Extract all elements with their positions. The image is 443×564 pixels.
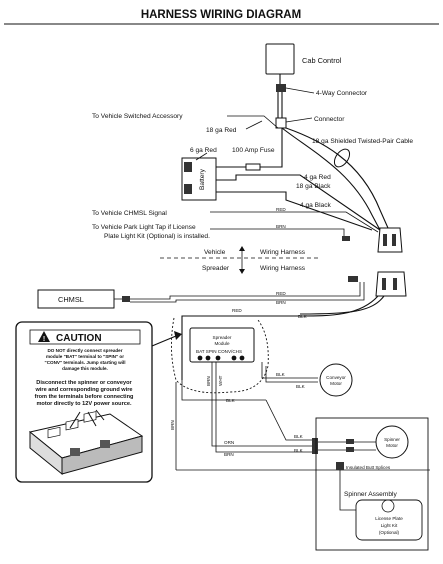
- chmsl-label: CHMSL: [58, 295, 84, 304]
- spreader-module-label-2: Module: [214, 341, 230, 346]
- harness-plug-lower: [375, 271, 407, 297]
- caution-note-4: motor directly to 12V power source.: [36, 401, 132, 407]
- svg-text:!: !: [43, 336, 45, 343]
- switched-accessory-label: To Vehicle Switched Accessory: [92, 113, 183, 120]
- black-4ga-label: 4 ga Black: [300, 202, 331, 209]
- vehicle-label: Vehicle: [204, 249, 226, 256]
- black-18ga-label: 18 ga Black: [296, 183, 331, 190]
- license-plate-label-3: (Optional): [379, 530, 400, 535]
- conveyor-motor-label-2: Motor: [330, 381, 342, 386]
- red-4ga-label: 4 ga Red: [304, 174, 331, 181]
- caution-header-bar: [29, 329, 141, 345]
- inline-connector: [275, 117, 287, 129]
- spinner-assembly-label: Spinner Assembly: [344, 491, 397, 498]
- conveyor-motor-label-1: Conveyor: [326, 375, 346, 380]
- wire-red-main: RED: [232, 308, 242, 313]
- red-6ga-label: 6 ga Red: [190, 147, 217, 154]
- caution-header: CAUTION: [56, 333, 102, 344]
- module-terminals: [197, 355, 245, 361]
- cab-control-label: Cab Control: [302, 56, 342, 65]
- spreader-module: [189, 327, 255, 363]
- wire-blk-conveyor: BLK: [276, 372, 286, 377]
- license-plate-label-1: License Plate: [375, 516, 403, 521]
- wire-brn-park: BRN: [276, 224, 286, 229]
- four-way-connector-label: 4-Way Connector: [316, 90, 368, 97]
- caution-warning-icon: [38, 331, 50, 342]
- wire-blk-conveyor-2: BLK: [296, 384, 306, 389]
- connector-label: Connector: [314, 116, 345, 123]
- wire-blk-main: BLK: [298, 314, 308, 319]
- spreader-label: Spreader: [202, 265, 230, 272]
- wire-blk-spinner-2: BLK: [294, 448, 304, 453]
- license-plate-label-2: Light Kit: [381, 523, 398, 528]
- fuse-label: 100 Amp Fuse: [232, 147, 275, 154]
- caution-body-4: damage this module.: [62, 366, 108, 371]
- module-terminals-label: BAT SPIN CONV/CHS: [196, 349, 242, 354]
- caution-note-1: Disconnect the spinner or conveyor: [36, 380, 132, 386]
- wire-red-chmsl: RED: [276, 207, 286, 212]
- battery-label: Battery: [199, 168, 206, 190]
- caution-note-3: from the terminals before connecting: [35, 394, 134, 400]
- park-light-label-1: To Vehicle Park Light Tap if License: [92, 224, 196, 231]
- four-way-connector: [276, 84, 286, 92]
- wire-red-chmsl-lower: RED: [276, 291, 286, 296]
- park-light-label-2: Plate Light Kit (Optional) is installed.: [104, 233, 210, 240]
- wire-brn-spinner: BRN: [224, 452, 234, 457]
- spinner-motor-label-2: Motor: [386, 443, 398, 448]
- caution-body-3: "CONV" terminals. Jump starting will: [45, 360, 126, 365]
- page-title: HARNESS WIRING DIAGRAM: [141, 9, 301, 21]
- wiring-harness-label-bottom: Wiring Harness: [260, 265, 306, 272]
- fuse: [245, 163, 261, 171]
- spreader-module-label-1: Spreader: [213, 335, 232, 340]
- red-18ga-label: 18 ga Red: [206, 127, 237, 134]
- caution-body-1: DO NOT directly connect spreader: [47, 348, 122, 353]
- cab-control: [265, 43, 295, 75]
- wire-blk-spinner: BLK: [294, 434, 304, 439]
- butt-splices: [336, 462, 344, 470]
- module-harness-loop: [171, 317, 269, 394]
- wire-wht-module: WHT: [218, 375, 223, 386]
- spinner-motor-label-1: Spinner: [384, 437, 400, 442]
- spinner-motor: [375, 425, 409, 459]
- spinner-assembly-box: [315, 417, 429, 551]
- shielded-cable-label: 18 ga Shielded Twisted-Pair Cable: [312, 138, 413, 145]
- wire-blk-left: BLK: [226, 398, 236, 403]
- chmsl-signal-label: To Vehicle CHMSL Signal: [92, 210, 167, 217]
- butt-splices-label: Insulated Butt Splices: [346, 465, 391, 470]
- wire-brn-chmsl-lower: BRN: [276, 300, 286, 305]
- wire-orn: ORN: [224, 440, 234, 445]
- wire-brn-module: BRN: [206, 376, 211, 386]
- shielded-cable-marker: [333, 148, 351, 168]
- conveyor-motor: [319, 363, 353, 397]
- harness-plug-upper: [377, 227, 403, 253]
- module-illustration: [28, 409, 144, 476]
- wiring-harness-label-top: Wiring Harness: [260, 249, 306, 256]
- wire-brn-vertical: BRN: [170, 420, 175, 430]
- caution-body-2: module "BAT" terminal to "SPIN" or: [46, 354, 124, 359]
- caution-note-2: wire and corresponding ground wire: [35, 387, 133, 393]
